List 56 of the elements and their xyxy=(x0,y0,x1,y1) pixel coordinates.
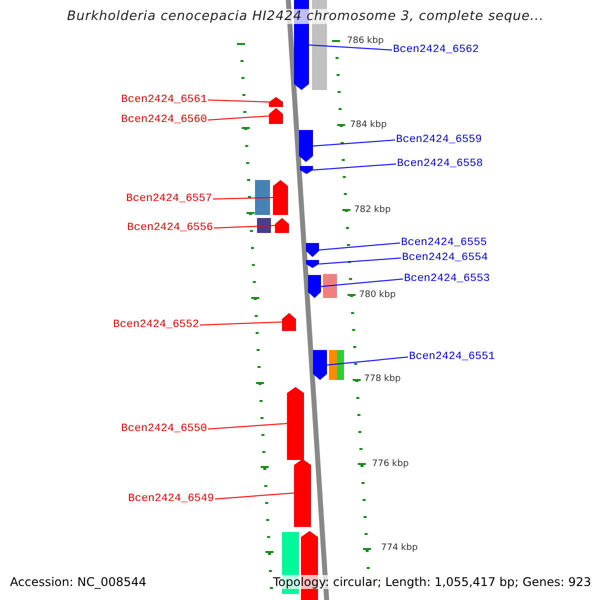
gene-feature xyxy=(306,260,319,268)
locus-tag-label: Bcen2424_6558 xyxy=(397,158,483,170)
locus-tag-label: Bcen2424_6553 xyxy=(404,273,490,285)
scale-label: 786 kbp xyxy=(347,36,384,46)
gene-feature xyxy=(269,97,283,107)
locus-tag-label: Bcen2424_6551 xyxy=(409,351,495,363)
gene-feature xyxy=(294,459,311,527)
locus-tag-label: Bcen2424_6550 xyxy=(121,423,207,435)
gene-block xyxy=(257,218,271,233)
gene-feature xyxy=(313,350,327,380)
leader-line xyxy=(208,116,270,120)
leader-line xyxy=(312,164,396,170)
gene-block xyxy=(323,274,337,298)
leader-line xyxy=(212,197,274,200)
gene-block xyxy=(329,350,337,380)
locus-tag-label: Bcen2424_6556 xyxy=(127,222,213,234)
leader-line xyxy=(326,356,408,366)
scale-label: 784 kbp xyxy=(350,120,387,130)
locus-tag-label: Bcen2424_6552 xyxy=(113,319,199,331)
leader-line xyxy=(208,100,270,102)
leader-line xyxy=(214,225,276,228)
gene-block xyxy=(255,180,270,215)
locus-tag-label: Bcen2424_6560 xyxy=(121,114,207,126)
leader-line xyxy=(318,258,402,264)
scale-label: 782 kbp xyxy=(354,205,391,215)
gene-feature xyxy=(282,313,296,331)
leader-line xyxy=(214,492,294,500)
scale-label: 778 kbp xyxy=(364,374,401,384)
leader-line xyxy=(308,44,392,50)
footer-text: Topology: circular; Length: 1,055,417 bp; Genes: 923 xyxy=(273,575,592,589)
gene-feature xyxy=(306,243,319,257)
locus-tag-label: Bcen2424_6561 xyxy=(121,94,207,106)
locus-tag-label: Bcen2424_6562 xyxy=(393,44,479,56)
footer-text: Accession: NC_008544 xyxy=(10,575,146,589)
gene-block xyxy=(337,350,344,380)
title: Burkholderia cenocepacia HI2424 chromosome 3, complete seque... xyxy=(67,9,544,24)
scale-label: 774 kbp xyxy=(381,543,418,553)
locus-tag-label: Bcen2424_6555 xyxy=(401,237,487,249)
locus-tag-label: Bcen2424_6557 xyxy=(126,193,212,205)
locus-tag-label: Bcen2424_6554 xyxy=(402,252,488,264)
locus-tag-label: Bcen2424_6549 xyxy=(128,493,214,505)
leader-line xyxy=(320,278,404,287)
gene-feature xyxy=(308,275,321,298)
leader-line xyxy=(208,423,288,430)
gene-feature xyxy=(269,108,283,124)
leader-line xyxy=(318,242,400,250)
gene-feature xyxy=(300,166,313,174)
scale-label: 780 kbp xyxy=(359,290,396,300)
gene-feature xyxy=(275,218,289,233)
gene-feature xyxy=(273,180,288,215)
gene-feature xyxy=(299,130,313,162)
leader-line xyxy=(200,322,282,326)
gene-feature xyxy=(287,387,304,460)
leader-line xyxy=(312,140,396,146)
locus-tag-label: Bcen2424_6559 xyxy=(396,134,482,146)
scale-label: 776 kbp xyxy=(372,459,409,469)
